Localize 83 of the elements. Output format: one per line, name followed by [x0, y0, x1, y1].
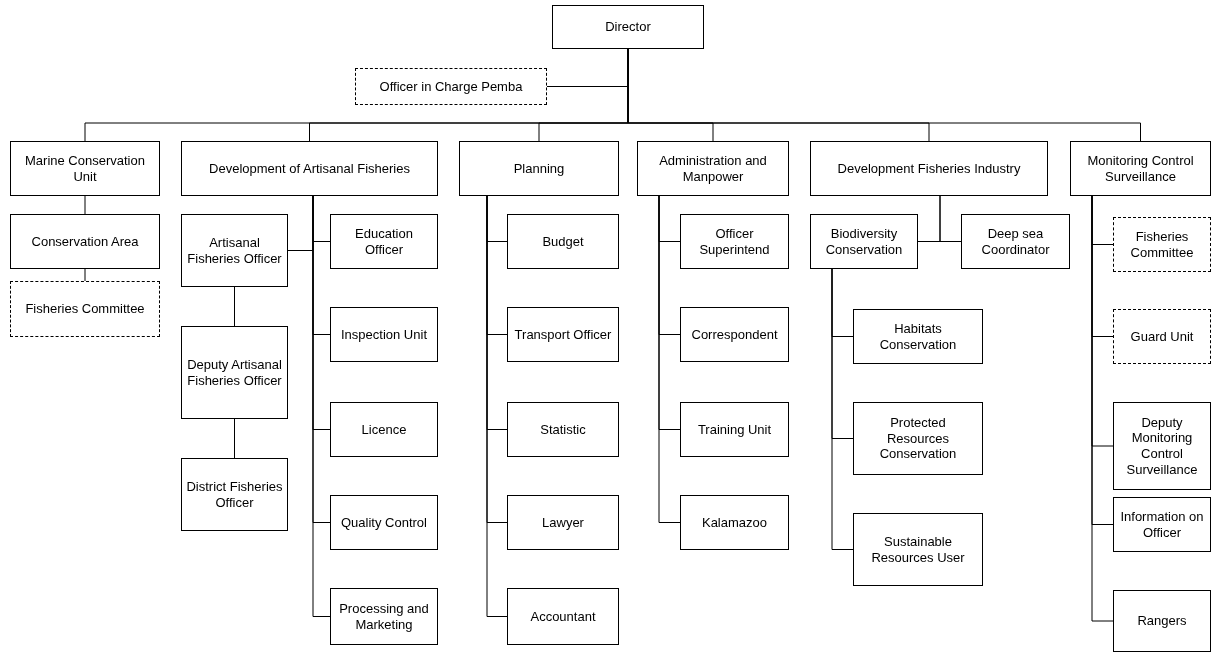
org-box [853, 309, 983, 364]
box-label: Training Unit [697, 421, 772, 438]
connector-line [831, 268, 854, 550]
box-label: Education Officer [354, 225, 414, 258]
connector-line [234, 286, 235, 327]
org-box [330, 495, 438, 550]
box-label: Budget [542, 233, 584, 250]
box-label: Quality Control [341, 514, 427, 531]
box-label: Administration and Manpower [658, 152, 768, 185]
box-label: Deputy Monitoring Control Surveillance [1125, 414, 1199, 478]
connector-line [658, 195, 681, 523]
org-box [1113, 497, 1211, 552]
org-box [507, 588, 619, 645]
box-label: Information on Officer [1119, 508, 1205, 541]
org-box [507, 402, 619, 457]
org-box [810, 141, 1048, 196]
org-box [961, 214, 1070, 269]
org-box [1070, 141, 1211, 196]
box-label: Artisanal Fisheries Officer [186, 234, 283, 267]
org-box [181, 141, 438, 196]
org-box [507, 495, 619, 550]
box-label: Deputy Artisanal Fisheries Officer [186, 356, 283, 389]
box-label: Monitoring Control Surveillance [1086, 152, 1195, 185]
org-box [810, 214, 918, 269]
box-label: Officer Superintend [698, 225, 771, 258]
box-label: Fisheries Committee [25, 301, 145, 317]
org-box [181, 214, 288, 287]
org-box [680, 402, 789, 457]
connector-line [84, 195, 86, 215]
box-label: Conservation Area [31, 233, 139, 250]
org-box [680, 495, 789, 550]
box-label: Correspondent [691, 326, 778, 343]
box-label: Fisheries Committee [1129, 228, 1195, 261]
box-label: Biodiversity Conservation [824, 225, 904, 258]
org-box [459, 141, 619, 196]
org-box [680, 214, 789, 269]
org-box [181, 458, 288, 531]
org-box [330, 307, 438, 362]
box-label: Transport Officer [514, 326, 612, 343]
box-label: Sustainable Resources User [870, 533, 966, 566]
box-label: Development of Artisanal Fisheries [209, 160, 410, 177]
org-box [637, 141, 789, 196]
box-label: Marine Conservation Unit [24, 152, 146, 185]
box-label: Kalamazoo [701, 514, 767, 531]
org-box [1113, 590, 1211, 652]
org-box [853, 513, 983, 586]
org-box [552, 5, 704, 49]
org-box [680, 307, 789, 362]
box-label: Planning [513, 160, 565, 177]
box-label: Licence [361, 421, 407, 438]
dashed-box [355, 68, 547, 105]
org-box [181, 326, 288, 419]
box-label: Inspection Unit [341, 326, 427, 343]
org-box [507, 307, 619, 362]
box-label: Processing and Marketing [338, 600, 430, 633]
connector-line [1091, 195, 1114, 622]
connector-line [939, 195, 962, 242]
box-label: Statistic [540, 421, 586, 438]
org-box [1113, 402, 1211, 490]
box-label: Director [605, 19, 651, 35]
box-label: Accountant [530, 608, 596, 625]
dashed-box [1113, 309, 1211, 364]
dashed-box [1113, 217, 1211, 272]
box-label: Deep sea Coordinator [980, 225, 1051, 258]
box-label: Rangers [1137, 613, 1187, 629]
org-box [330, 214, 438, 269]
org-box [507, 214, 619, 269]
org-box [10, 141, 160, 196]
box-label: Development Fisheries Industry [837, 160, 1021, 177]
box-label: Protected Resources Conservation [878, 415, 958, 462]
org-box [853, 402, 983, 475]
box-label: Lawyer [542, 514, 584, 531]
box-label: District Fisheries Officer [186, 478, 283, 511]
dashed-box [10, 281, 160, 337]
connector-line [234, 418, 235, 459]
org-box [330, 402, 438, 457]
box-label: Habitats Conservation [878, 320, 958, 353]
box-label: Officer in Charge Pemba [379, 78, 523, 95]
org-box [10, 214, 160, 269]
connector-line [84, 268, 86, 282]
connector-line [486, 195, 508, 617]
org-box [330, 588, 438, 645]
box-label: Guard Unit [1130, 328, 1194, 345]
